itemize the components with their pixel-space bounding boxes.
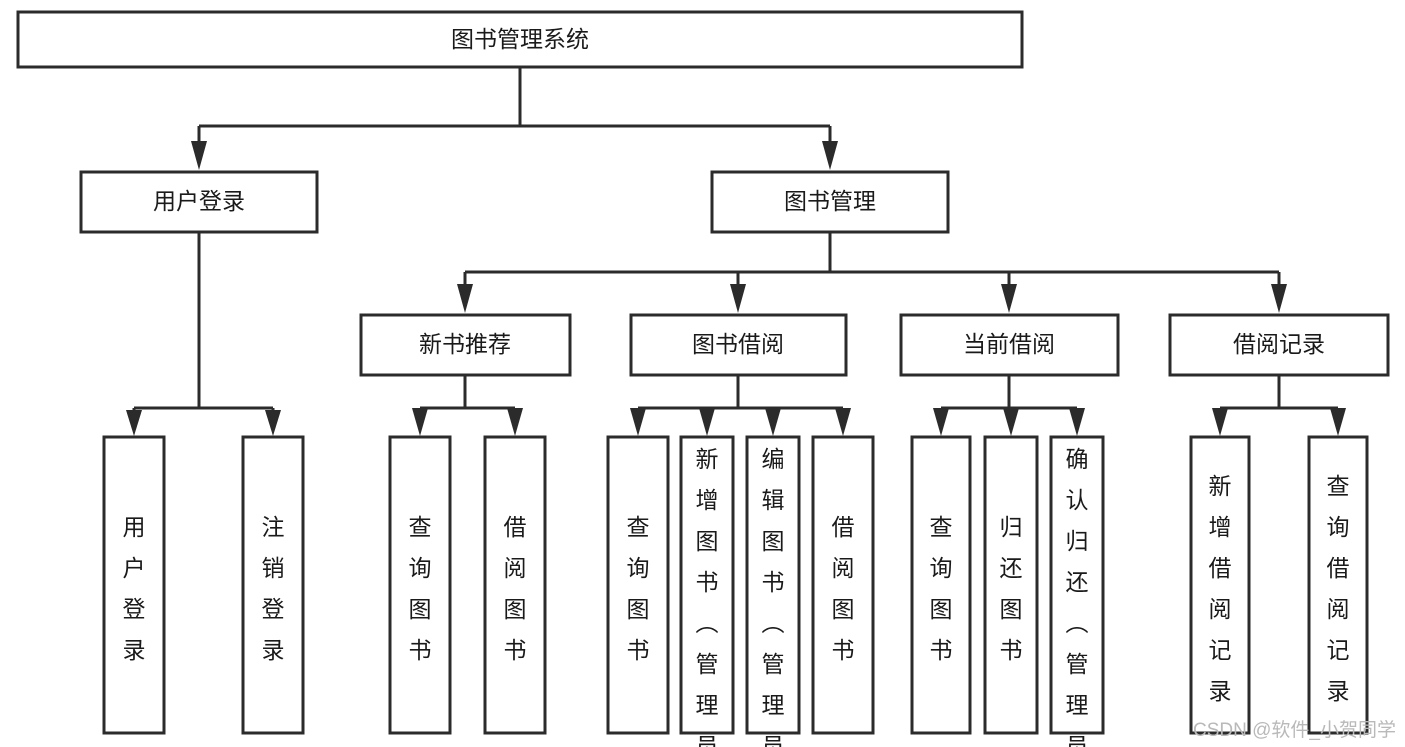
node-leaf-borrow-book-recommend[interactable]: 借阅图书 (483, 435, 547, 735)
node-leaf-logout-box[interactable] (241, 435, 305, 735)
arrow-head-borrow-record (1271, 284, 1287, 313)
node-leaf-borrow-book-recommend-box[interactable] (483, 435, 547, 735)
node-book-management[interactable]: 图书管理 (710, 170, 950, 234)
arrow-head-user-login (191, 141, 207, 170)
node-user-login-box[interactable] (79, 170, 319, 234)
node-leaf-add-book-admin[interactable]: 新增图书︵管理员︶ (679, 435, 735, 747)
node-leaf-borrow-book-box[interactable] (811, 435, 875, 735)
node-leaf-confirm-return-admin-label: 确认归还︵管理员︶ (1066, 446, 1089, 747)
node-borrow-record[interactable]: 借阅记录 (1168, 313, 1390, 377)
node-leaf-user-login-box[interactable] (102, 435, 166, 735)
node-leaf-query-book-current-box[interactable] (910, 435, 972, 735)
csdn-watermark: CSDN @软件_小贺同学 (1193, 719, 1396, 741)
arrow-head-leaf-confirm-return-admin (1069, 408, 1085, 436)
node-leaf-query-book-borrow[interactable]: 查询图书 (606, 435, 670, 735)
arrow-head-leaf-query-borrow-record (1330, 408, 1346, 436)
node-leaf-query-borrow-record-label: 查询借阅记录 (1327, 473, 1350, 704)
arrow-head-leaf-query-book-recommend (412, 408, 428, 436)
node-leaf-confirm-return-admin[interactable]: 确认归还︵管理员︶ (1049, 435, 1105, 747)
arrow-head-leaf-add-borrow-record (1212, 408, 1228, 436)
node-leaf-confirm-return-admin-box[interactable] (1049, 435, 1105, 735)
node-book-borrow-box[interactable] (629, 313, 848, 377)
node-leaf-add-borrow-record[interactable]: 新增借阅记录 (1189, 435, 1251, 735)
node-book-borrow-label: 图书借阅 (692, 331, 784, 357)
node-leaf-query-borrow-record[interactable]: 查询借阅记录 (1307, 435, 1369, 735)
node-leaf-add-borrow-record-box[interactable] (1189, 435, 1251, 735)
node-leaf-add-borrow-record-label: 新增借阅记录 (1209, 473, 1232, 704)
node-root[interactable]: 图书管理系统 (16, 10, 1024, 69)
node-leaf-query-book-borrow-box[interactable] (606, 435, 670, 735)
arrow-head-book-borrow (730, 284, 746, 313)
node-leaf-borrow-book[interactable]: 借阅图书 (811, 435, 875, 735)
node-borrow-record-box[interactable] (1168, 313, 1390, 377)
node-leaf-query-borrow-record-box[interactable] (1307, 435, 1369, 735)
node-leaf-add-book-admin-label: 新增图书︵管理员︶ (696, 446, 719, 747)
arrow-head-leaf-query-book-borrow (630, 408, 646, 436)
node-leaf-borrow-book-label: 借阅图书 (832, 514, 855, 663)
connector-layer (126, 67, 1346, 436)
node-book-management-box[interactable] (710, 170, 950, 234)
node-new-book-recommend-label: 新书推荐 (419, 331, 511, 357)
node-current-borrow-label: 当前借阅 (963, 331, 1055, 357)
node-user-login[interactable]: 用户登录 (79, 170, 319, 234)
node-leaf-edit-book-admin-box[interactable] (745, 435, 801, 735)
node-user-login-label: 用户登录 (153, 188, 245, 214)
node-leaf-query-book-current-label: 查询图书 (930, 514, 953, 663)
node-leaf-return-book[interactable]: 归还图书 (983, 435, 1039, 735)
arrow-head-leaf-query-book-current (933, 408, 949, 436)
node-borrow-record-label: 借阅记录 (1233, 331, 1325, 357)
arrow-head-leaf-user-login (126, 410, 142, 436)
node-leaf-user-login-label: 用户登录 (123, 514, 146, 663)
arrow-head-current-borrow (1001, 284, 1017, 313)
node-leaf-edit-book-admin-label: 编辑图书︵管理员︶ (762, 446, 785, 747)
node-leaf-query-book-recommend-box[interactable] (388, 435, 452, 735)
arrow-head-leaf-return-book (1003, 408, 1019, 436)
node-leaf-add-book-admin-box[interactable] (679, 435, 735, 735)
node-leaf-query-book-recommend[interactable]: 查询图书 (388, 435, 452, 735)
node-leaf-return-book-label: 归还图书 (1000, 514, 1023, 663)
node-new-book-recommend-box[interactable] (359, 313, 572, 377)
arrow-head-leaf-edit-book-admin (765, 408, 781, 436)
node-leaf-logout[interactable]: 注销登录 (241, 435, 305, 735)
arrow-head-leaf-logout (265, 410, 281, 436)
node-leaf-edit-book-admin[interactable]: 编辑图书︵管理员︶ (745, 435, 801, 747)
node-root-box[interactable] (16, 10, 1024, 69)
node-book-borrow[interactable]: 图书借阅 (629, 313, 848, 377)
arrow-head-leaf-borrow-book (835, 408, 851, 436)
node-leaf-borrow-book-recommend-label: 借阅图书 (504, 514, 527, 663)
node-leaf-user-login[interactable]: 用户登录 (102, 435, 166, 735)
node-root-label: 图书管理系统 (451, 26, 589, 52)
node-leaf-query-book-current[interactable]: 查询图书 (910, 435, 972, 735)
arrow-head-new-book-recommend (457, 284, 473, 313)
node-new-book-recommend[interactable]: 新书推荐 (359, 313, 572, 377)
arrow-head-leaf-add-book-admin (699, 408, 715, 436)
node-current-borrow[interactable]: 当前借阅 (899, 313, 1120, 377)
node-book-management-label: 图书管理 (784, 188, 876, 214)
arrow-head-book-management (822, 141, 838, 170)
node-leaf-logout-label: 注销登录 (262, 514, 285, 663)
node-leaf-query-book-recommend-label: 查询图书 (409, 514, 432, 663)
arrow-head-leaf-borrow-book-recommend (507, 408, 523, 436)
node-leaf-return-book-box[interactable] (983, 435, 1039, 735)
node-current-borrow-box[interactable] (899, 313, 1120, 377)
node-leaf-query-book-borrow-label: 查询图书 (627, 514, 650, 663)
